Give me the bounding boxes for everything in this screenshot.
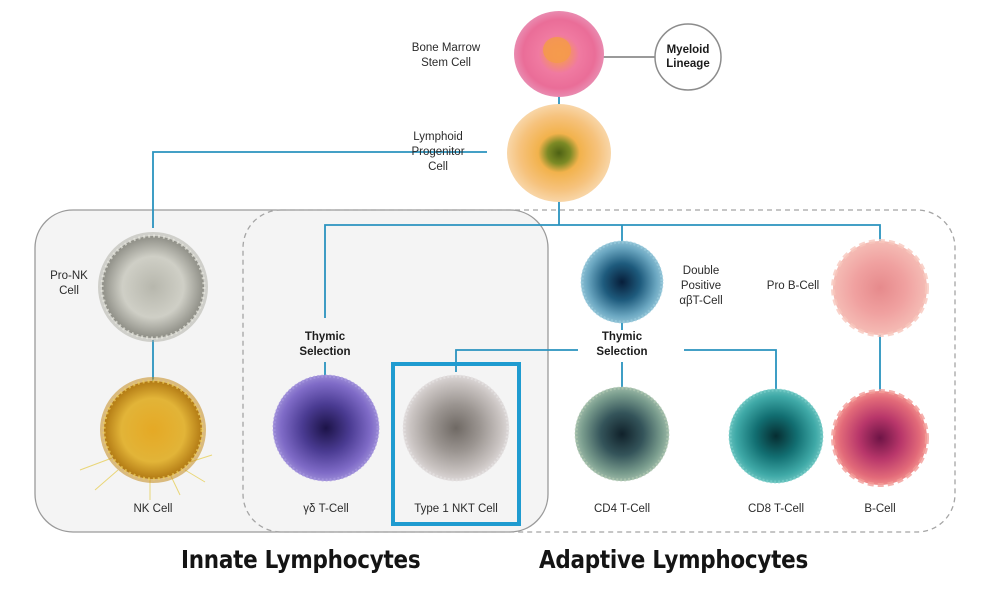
b-cell-label: B-Cell bbox=[864, 503, 896, 515]
cd4-t-cell-label: CD4 T-Cell bbox=[593, 503, 651, 515]
cd8-t-cell bbox=[728, 388, 824, 484]
pro-b-cell-label: Pro B-Cell bbox=[766, 280, 820, 292]
thymic-selection-right-label: Thymic Selection bbox=[596, 331, 648, 358]
lymphoid-progenitor-cell bbox=[507, 104, 611, 202]
pro-nk-cell bbox=[98, 232, 208, 342]
innate-lymphocytes-title: Innate Lymphocytes bbox=[181, 545, 421, 574]
lymphoid-to-pronk-line bbox=[152, 151, 487, 228]
gamma-delta-t-cell bbox=[272, 374, 380, 482]
myeloid-lineage-node bbox=[654, 23, 722, 91]
t-b-branch-line bbox=[324, 224, 881, 318]
cd4-t-cell bbox=[574, 386, 670, 482]
nkt-highlight-frame bbox=[391, 362, 521, 526]
nk-cell-label: NK Cell bbox=[133, 503, 173, 515]
myeloid-lineage-label: Myeloid Lineage bbox=[666, 44, 710, 70]
gamma-delta-t-cell-label: γδ T-Cell bbox=[303, 503, 349, 515]
nk-cell bbox=[79, 377, 213, 500]
cd8-t-cell-label: CD8 T-Cell bbox=[747, 503, 805, 515]
stem-cell-label: Bone Marrow Stem Cell bbox=[411, 42, 481, 69]
type1-nkt-cell bbox=[402, 374, 510, 482]
adaptive-lymphocytes-title: Adaptive Lymphocytes bbox=[539, 545, 809, 574]
type1-nkt-cell-label: Type 1 NKT Cell bbox=[414, 503, 498, 515]
pro-b-cell bbox=[831, 239, 929, 337]
b-cell bbox=[831, 389, 929, 487]
lymphoid-progenitor-label: Lymphoid Progenitor Cell bbox=[411, 131, 465, 173]
adaptive-lymphocytes-box bbox=[242, 209, 956, 533]
thymic-to-cd8-line bbox=[684, 349, 777, 392]
stem-cell bbox=[514, 11, 604, 97]
thymic-selection-left-label: Thymic Selection bbox=[299, 331, 351, 358]
double-positive-t-cell bbox=[580, 240, 664, 324]
pro-nk-label: Pro-NK Cell bbox=[50, 270, 88, 297]
double-positive-label: Double Positive αβT-Cell bbox=[679, 265, 723, 307]
